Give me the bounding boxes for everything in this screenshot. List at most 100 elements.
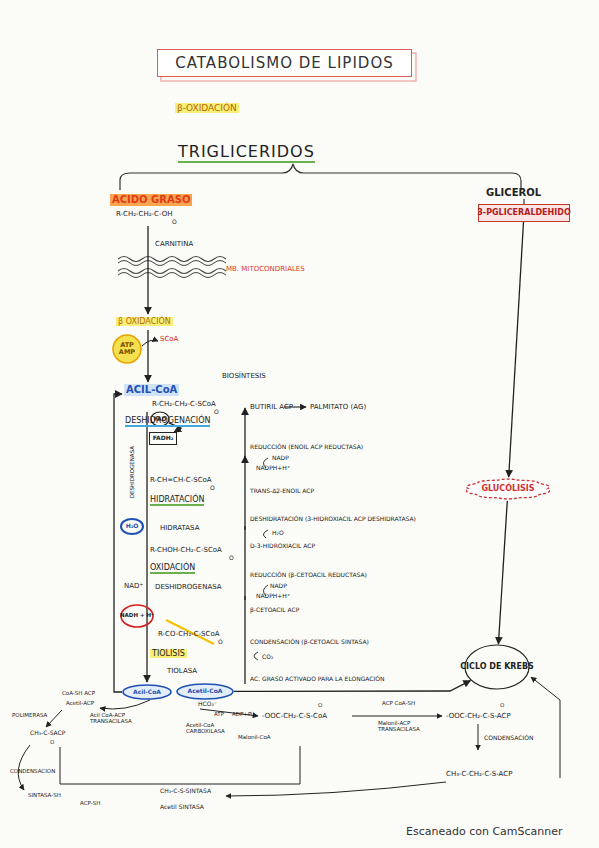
formula-text: O: [318, 702, 322, 708]
molecule-name: PALMITATO (AG): [310, 403, 366, 411]
molecule-name: TRANS-Δ2-ENOIL ACP: [250, 488, 314, 495]
bracket-line: [60, 746, 300, 784]
pathway-cloud: GLUCÓLISIS: [466, 477, 550, 501]
process-label: β OXIDACIÓN: [116, 317, 173, 326]
heading-text: β-OXIDACIÓN: [175, 103, 239, 113]
molecule-name: GLICEROL: [486, 187, 541, 199]
step-label: REDUCCIÓN (β-CETOACIL REDUCTASA): [250, 572, 367, 579]
formula-text: SCoA: [160, 335, 178, 343]
formula-text: O: [210, 485, 215, 492]
molecule-name: Malonil-CoA: [238, 734, 271, 740]
section-label: BIOSÍNTESIS: [222, 372, 266, 380]
enzyme-label: POLIMERASA: [12, 712, 47, 718]
formula-text: -OOC-CH₂-C-S-ACP: [446, 712, 511, 720]
step-label: OXIDACIÓN: [150, 563, 195, 574]
enzyme-label: Acetil-CoA CARBOXILASA: [186, 722, 234, 735]
formula-text: O: [50, 739, 54, 745]
molecule-name: β-CETOACIL ACP: [250, 607, 299, 614]
step-label: CONDENSACIÓN: [484, 735, 533, 742]
cofactor-label: CoA-SH ACP: [62, 690, 95, 696]
cofactor-label: H₂O: [272, 530, 284, 537]
outline-shape: [177, 684, 233, 699]
flow-arrow: [142, 340, 158, 346]
product-ellipse: Acetil-CoA: [176, 683, 234, 700]
cycle-circle: CICLO DE KREBS: [464, 644, 530, 690]
outline-shape: [121, 519, 143, 534]
node-text: Acetil-CoA: [188, 688, 223, 694]
formula-text: O: [214, 409, 219, 416]
step-label: REDUCCIÓN (ENOIL ACP REDUCTASA): [250, 444, 363, 451]
cofactor-label: ADP+Pi: [232, 711, 253, 717]
flow-arrow: [244, 456, 245, 600]
molecule-name: BUTIRIL ACP: [250, 403, 293, 411]
formula-text: O: [500, 702, 504, 708]
flow-arrow: [46, 710, 62, 727]
watermark-text: Escaneado con CamScanner: [406, 826, 563, 839]
step-label: TIOLISIS: [150, 649, 187, 658]
enzyme-label: DESHIDROGENASA: [155, 583, 222, 591]
cofactor-circle: ATPAMP: [112, 334, 142, 364]
outline-shape: [113, 335, 141, 363]
flow-arrow: [226, 782, 446, 796]
heading-text: TRIGLICERIDOS: [178, 143, 315, 163]
structure-label: MB. MITOCONDRIALES: [226, 265, 305, 273]
cofactor-circle: NADH + H⁺: [120, 604, 154, 628]
cofactor-label: HCO₃⁻: [198, 701, 217, 708]
node-text: 3-PGLICERALDEHIDO: [477, 209, 570, 217]
cofactor-label: NADP: [272, 455, 289, 462]
enzyme-label: TIOLASA: [167, 667, 197, 675]
enzyme-label: Acil CoA-ACP TRANSACILASA: [90, 712, 148, 725]
cofactor-label: NAD⁺: [124, 582, 143, 590]
node-text: NADH + H⁺: [120, 613, 154, 619]
node-text: CICLO DE KREBS: [460, 663, 534, 671]
flow-connector: [509, 222, 524, 477]
outline-shape: [121, 605, 153, 627]
formula-text: CH₃-C-SACP: [30, 730, 65, 737]
flow-arrow: [352, 716, 442, 717]
formula-text: O: [172, 219, 177, 226]
product-ellipse: Acil-CoA: [122, 684, 172, 700]
node-text: FADH₂: [153, 435, 174, 441]
node-text: H₂O: [126, 523, 139, 529]
flow-arrow: [146, 412, 147, 682]
flow-arrow: [147, 330, 148, 382]
molecule-name: ACIL-CoA: [124, 384, 179, 396]
title-text: CATABOLISMO DE LIPIDOS: [157, 49, 412, 77]
formula-text: R-CO-CH₂-C-SCoA: [158, 630, 220, 638]
cofactor-label: ATP: [214, 711, 224, 717]
flow-arrow: [100, 700, 150, 709]
formula-text: O: [218, 639, 223, 646]
cofactor-label: NADPH+H⁺: [256, 465, 290, 472]
flow-arrow: [244, 408, 245, 684]
flow-connector: [498, 501, 507, 644]
step-label: CONDENSACIÓN: [10, 768, 55, 774]
step-label: DESHIDROGENACIÓN: [125, 416, 210, 427]
node-text: ATP: [120, 342, 134, 349]
flow-arrow: [147, 226, 148, 314]
molecule-name: ACIDO GRASO: [110, 194, 192, 206]
step-label: HIDRATACIÓN: [150, 495, 204, 506]
compound-box: 3-PGLICERALDEHIDO: [478, 204, 570, 222]
formula-text: O: [229, 555, 234, 562]
molecule-name: Acetil SINTASA: [160, 804, 204, 811]
node-text: Acil-CoA: [133, 689, 161, 695]
molecule-name: SINTASA-SH: [28, 792, 61, 798]
molecule-name: AC. GRASO ACTIVADO PARA LA ELONGACIÓN: [250, 676, 385, 683]
flow-connector: [234, 681, 470, 692]
cofactor-circle: H₂O: [120, 518, 144, 535]
transporter-label: CARNITINA: [155, 240, 193, 248]
membrane-line: [118, 273, 226, 278]
enzyme-label: DESHIDROGENASA: [129, 446, 135, 498]
formula-text: R-CH=CH-C-SCoA: [150, 476, 212, 484]
formula-text: CH₃-C-CH₂-C-S-ACP: [446, 770, 512, 778]
node-text: AMP: [119, 349, 135, 356]
loop-arrow: [114, 394, 122, 692]
flow-arrow: [18, 745, 30, 790]
cofactor-box: FADH₂: [149, 432, 177, 445]
outline-shape: [467, 479, 550, 499]
cofactor-label: NADPH+H⁺: [256, 593, 290, 600]
cofactor-label: ACP CoA-SH: [382, 700, 415, 706]
